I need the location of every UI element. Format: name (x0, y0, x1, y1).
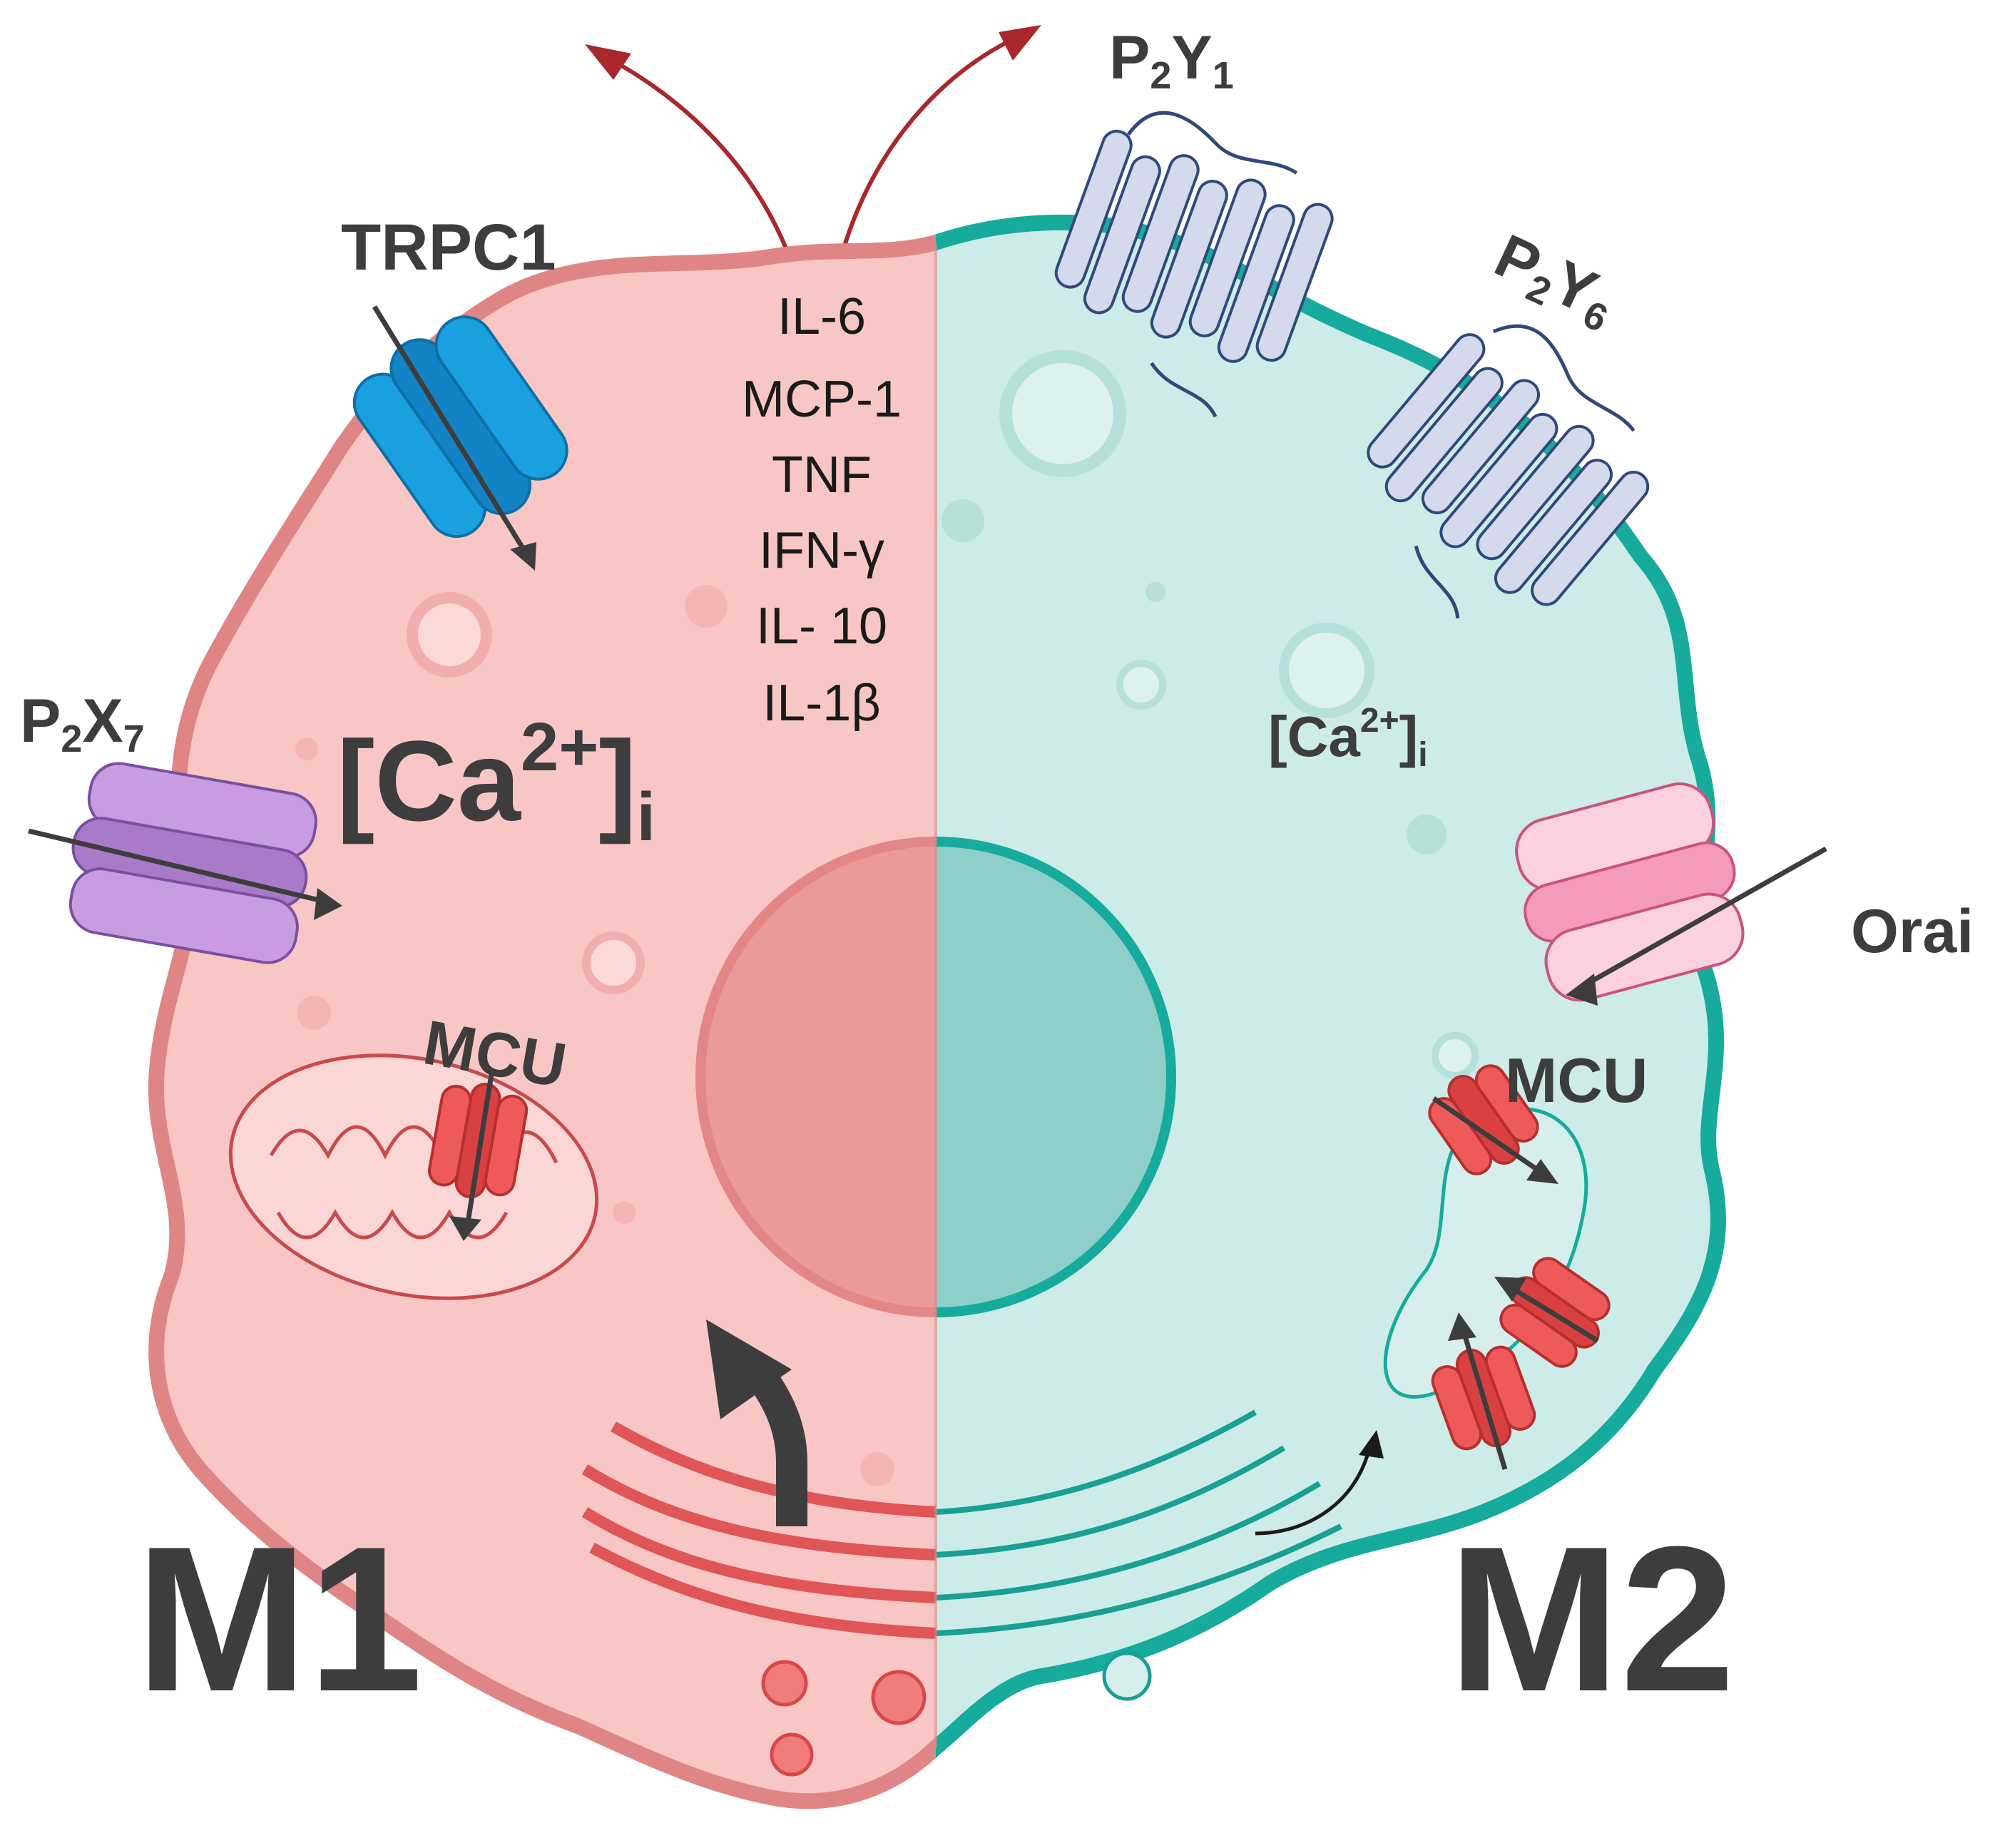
m2-vesicle (1279, 623, 1374, 718)
cytokine-list: IL-6 MCP-1 TNF IFN-γ IL- 10 IL-1β (742, 288, 902, 732)
cytokine-label: MCP-1 (742, 371, 902, 428)
m1-vesicle (297, 996, 331, 1030)
p2x7-channel (28, 762, 342, 964)
er-to-nucleus-arrow (706, 1319, 807, 1526)
secretion-arrowhead-left (585, 44, 631, 80)
secretion-arrow-left (605, 55, 801, 286)
p2y1-receptor (1054, 111, 1334, 418)
m1-vesicle (295, 737, 318, 760)
cytokine-label: IL-1β (762, 675, 880, 732)
calcium-m1-label: [Ca2+]i (337, 709, 655, 855)
p2y1-label: P2Y1 (1109, 24, 1234, 97)
m1-vesicle (582, 931, 645, 994)
m1-er (581, 1421, 936, 1777)
orai-label: Orai (1851, 897, 1974, 966)
m1-label: M1 (136, 1504, 423, 1735)
er-to-mitochondrion-arrow (1255, 1430, 1384, 1536)
cytokine-label: IL- 10 (756, 598, 887, 655)
cytokine-label: IL-6 (777, 288, 866, 345)
m1-vesicle (407, 592, 492, 678)
secretion-arrows (585, 25, 1041, 286)
cytokine-label: IFN-γ (759, 522, 884, 579)
m2-vesicle (942, 499, 984, 542)
p2x7-label: P2X7 (20, 687, 145, 760)
m2-vesicle (1146, 582, 1165, 602)
trpc1-label: TRPC1 (341, 211, 556, 284)
m2-vesicle (1432, 1032, 1479, 1079)
m2-vesicle (1407, 815, 1446, 854)
calcium-m2-label: [Ca2+]i (1268, 702, 1428, 774)
m2-nucleus (936, 837, 1176, 1317)
secretion-arrow-right (832, 37, 1014, 286)
m2-vesicle (999, 350, 1126, 477)
secretion-arrowhead-right (999, 25, 1041, 61)
cytokine-label: TNF (772, 446, 872, 504)
m1-nucleus (695, 837, 936, 1317)
orai-channel (1515, 782, 1827, 1006)
mcu-left-channel (428, 1069, 529, 1241)
p2y6-receptor (1367, 324, 1650, 619)
mcu-right-label: MCU (1505, 1045, 1648, 1116)
m1-vesicle (860, 1452, 894, 1486)
trpc1-channel (352, 305, 568, 571)
mcu-right-channels (1428, 1064, 1611, 1471)
m2-vesicle (1116, 660, 1166, 710)
p2y6-label: P2Y6 (1483, 221, 1627, 340)
m2-label: M2 (1448, 1504, 1735, 1735)
m1-vesicle (685, 585, 728, 628)
m1-vesicle (613, 1201, 636, 1224)
m2-er (936, 1409, 1342, 1701)
